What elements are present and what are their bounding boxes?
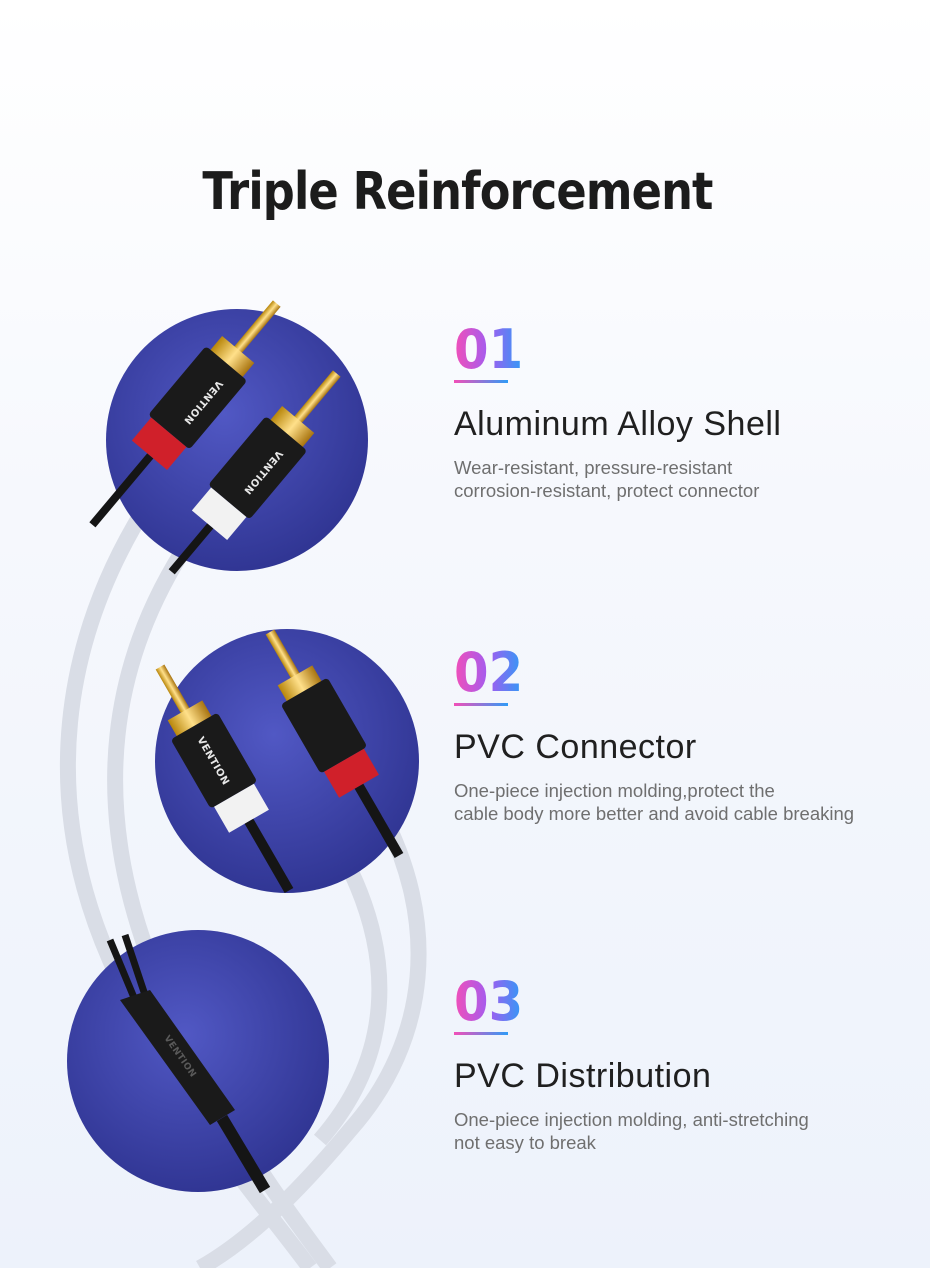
feature-shell: 01 Aluminum Alloy Shell Wear-resistant, … — [454, 322, 924, 502]
feature-number: 02 — [454, 641, 524, 704]
rca-connector-red-2 — [265, 629, 404, 858]
number-underline — [454, 703, 508, 706]
feature-number: 01 — [454, 318, 524, 381]
feature-heading: PVC Connector — [454, 728, 697, 766]
page-title: Triple Reinforcement — [202, 162, 713, 222]
rca-connector-red: VENTION — [89, 300, 281, 528]
feature-description: One-piece injection molding, anti-stretc… — [454, 1109, 809, 1153]
feature-connector: 02 PVC Connector One-piece injection mol… — [454, 645, 924, 825]
feature-distribution: 03 PVC Distribution One-piece injection … — [454, 974, 924, 1154]
number-underline — [454, 1032, 508, 1035]
feature-number: 03 — [454, 970, 524, 1033]
rca-connector-white: VENTION — [168, 370, 341, 575]
rca-connector-white-2: VENTION — [155, 664, 294, 893]
feature-heading: PVC Distribution — [454, 1057, 712, 1095]
detail-circle-connector — [155, 629, 419, 893]
detail-circle-shell — [106, 309, 368, 571]
number-underline — [454, 380, 508, 383]
feature-description: One-piece injection molding,protect the … — [454, 780, 855, 824]
feature-heading: Aluminum Alloy Shell — [454, 405, 782, 443]
feature-description: Wear-resistant, pressure-resistant corro… — [454, 457, 760, 501]
